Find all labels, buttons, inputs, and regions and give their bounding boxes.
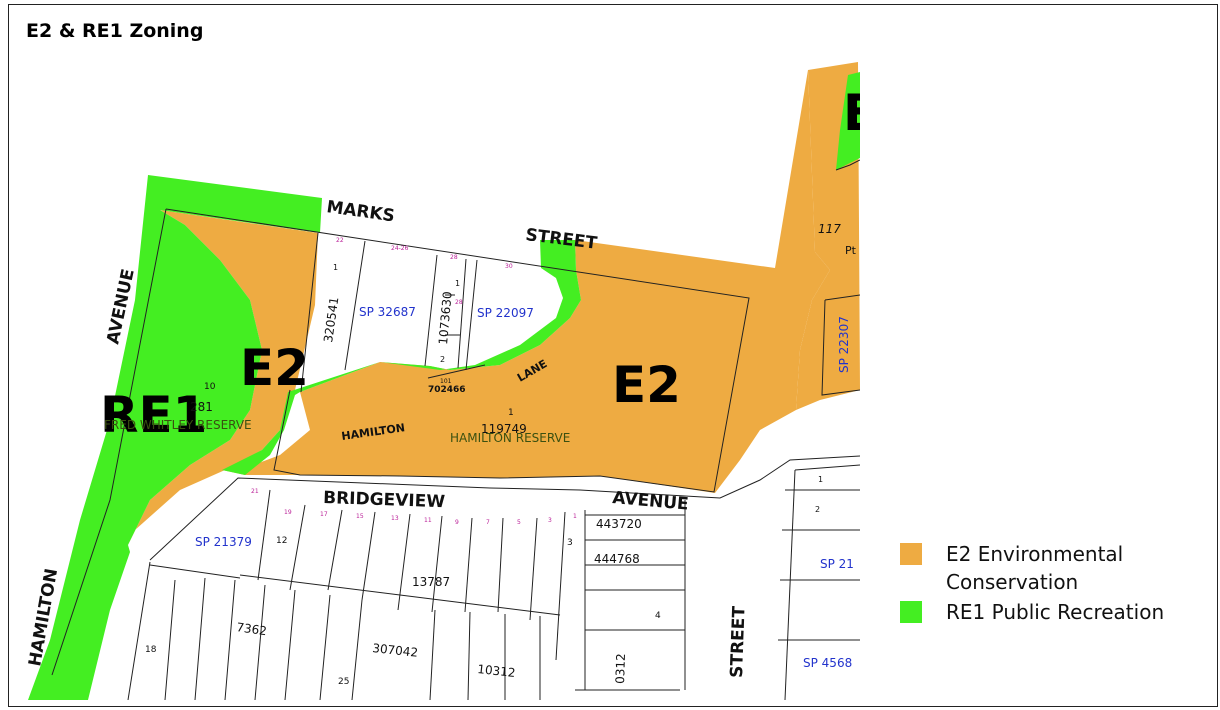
strata-label: SP 21 bbox=[820, 557, 854, 571]
e2-zone-left-wedge bbox=[128, 210, 318, 545]
lot-number: 101 bbox=[440, 378, 452, 385]
lot-number: 307042 bbox=[372, 641, 419, 660]
lot-number: 25 bbox=[338, 677, 349, 687]
strata-label: SP 21379 bbox=[195, 535, 252, 549]
house-number: 13 bbox=[391, 515, 399, 522]
house-number: 21 bbox=[251, 488, 259, 495]
reserve-label-fred-whitley: FRED WHITLEY RESERVE bbox=[104, 418, 252, 432]
lot-number: 1073630 bbox=[436, 291, 455, 345]
zone-label-re1: RE1 bbox=[100, 386, 207, 444]
lot-number: 443720 bbox=[596, 517, 642, 531]
legend-swatch-re1 bbox=[900, 601, 922, 623]
strata-label: SP 22307 bbox=[837, 316, 851, 373]
house-number: 22 bbox=[336, 237, 344, 244]
house-number: 19 bbox=[284, 509, 292, 516]
e2-zone-hamilton-reserve bbox=[222, 70, 830, 493]
street-label-bridgeview: BRIDGEVIEW bbox=[323, 488, 446, 512]
lot-number: 444768 bbox=[594, 552, 640, 566]
lot-number: 10 bbox=[204, 382, 216, 392]
lot-number: 12 bbox=[276, 536, 287, 546]
legend: E2 Environmental Conservation RE1 Public… bbox=[900, 540, 1186, 626]
lot-number: 10312 bbox=[477, 662, 516, 680]
lot-number: 18 bbox=[145, 645, 157, 655]
map-title: E2 & RE1 Zoning bbox=[26, 20, 204, 42]
legend-item-e2: E2 Environmental Conservation bbox=[900, 540, 1186, 598]
house-number: 11 bbox=[424, 517, 432, 524]
lot-number: 4 bbox=[655, 611, 661, 621]
lot-number: 13787 bbox=[412, 575, 450, 589]
lot-number: 119749 bbox=[481, 422, 527, 436]
legend-swatch-e2 bbox=[900, 543, 922, 565]
lot-lines bbox=[51, 159, 860, 700]
street-label-street-top: STREET bbox=[524, 225, 598, 254]
lot-number: 117 bbox=[818, 222, 841, 236]
lot-number: 3 bbox=[567, 538, 573, 548]
lot-number: 7362 bbox=[236, 620, 268, 638]
re1-zone-fred-whitley bbox=[28, 175, 322, 700]
house-number: 3 bbox=[548, 517, 552, 524]
strata-label: SP 32687 bbox=[359, 305, 416, 319]
house-number: 1 bbox=[573, 513, 577, 520]
street-label-avenue-bottom: AVENUE bbox=[612, 488, 690, 515]
house-number: 24-26 bbox=[391, 245, 409, 252]
reserve-label-hamilton: HAMILTON RESERVE bbox=[450, 431, 570, 445]
re1-zone-hamilton-lane bbox=[222, 240, 581, 475]
lot-number: 1 bbox=[455, 279, 460, 288]
lot-number: 1 bbox=[818, 475, 823, 484]
street-label-marks: MARKS bbox=[325, 197, 396, 226]
house-number: 15 bbox=[356, 513, 364, 520]
street-label-street-right: STREET bbox=[727, 605, 750, 678]
lot-number: 1 bbox=[508, 408, 514, 418]
strata-label: SP 4568 bbox=[803, 656, 852, 670]
house-number: 9 bbox=[455, 519, 459, 526]
lot-number: Pt bbox=[845, 244, 857, 257]
legend-label-e2: E2 Environmental Conservation bbox=[946, 542, 1124, 594]
zone-label-e-partial: E bbox=[843, 84, 877, 142]
zone-label-e2-left: E2 bbox=[240, 339, 309, 397]
house-number: 7 bbox=[486, 519, 490, 526]
legend-item-re1: RE1 Public Recreation bbox=[900, 598, 1186, 626]
re1-zone-top-right bbox=[836, 72, 860, 170]
lot-number: 320541 bbox=[321, 296, 341, 343]
lot-number: 0312 bbox=[613, 653, 628, 684]
legend-label-re1: RE1 Public Recreation bbox=[946, 600, 1165, 624]
house-number: 17 bbox=[320, 511, 328, 518]
lot-number: 702466 bbox=[428, 385, 466, 395]
lot-number: 2 bbox=[815, 505, 820, 514]
lot-number: 281 bbox=[190, 400, 213, 414]
strata-label: SP 22097 bbox=[477, 306, 534, 320]
house-number: 5 bbox=[517, 519, 521, 526]
zone-label-e2-right: E2 bbox=[612, 356, 681, 414]
lot-number: 2 bbox=[440, 355, 445, 364]
house-number: 28 bbox=[450, 254, 458, 261]
house-number: 30 bbox=[505, 263, 513, 270]
house-number: 28 bbox=[455, 299, 463, 306]
lot-number: 1 bbox=[333, 263, 338, 272]
